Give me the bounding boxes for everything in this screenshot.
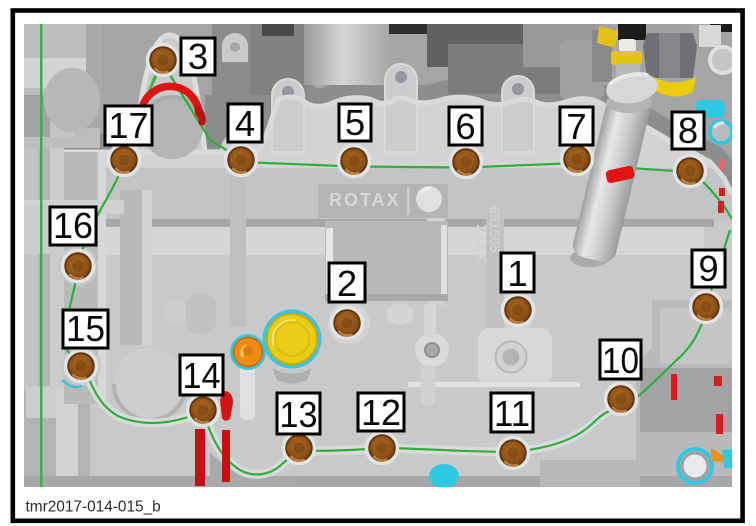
svg-text:3: 3 bbox=[188, 36, 208, 77]
svg-text:4: 4 bbox=[235, 103, 255, 144]
svg-text:13: 13 bbox=[280, 394, 318, 435]
svg-text:16: 16 bbox=[53, 205, 93, 246]
svg-text:9: 9 bbox=[698, 248, 718, 289]
svg-text:12: 12 bbox=[361, 392, 401, 433]
svg-text:7: 7 bbox=[566, 106, 586, 147]
svg-text:14: 14 bbox=[183, 355, 221, 396]
svg-text:6: 6 bbox=[455, 106, 475, 147]
svg-text:2: 2 bbox=[337, 263, 357, 304]
svg-text:ROTAX: ROTAX bbox=[329, 190, 401, 210]
svg-text:17: 17 bbox=[109, 105, 149, 146]
svg-text:15: 15 bbox=[66, 308, 105, 349]
svg-text:XXXX: XXXX bbox=[474, 224, 490, 262]
svg-text:691505: 691505 bbox=[487, 206, 503, 253]
svg-text:11: 11 bbox=[494, 393, 530, 434]
svg-text:1: 1 bbox=[507, 253, 527, 294]
svg-text:5: 5 bbox=[345, 102, 365, 143]
svg-text:tmr2017-014-015_b: tmr2017-014-015_b bbox=[26, 499, 161, 516]
svg-text:8: 8 bbox=[678, 110, 698, 151]
svg-text:10: 10 bbox=[602, 340, 639, 381]
